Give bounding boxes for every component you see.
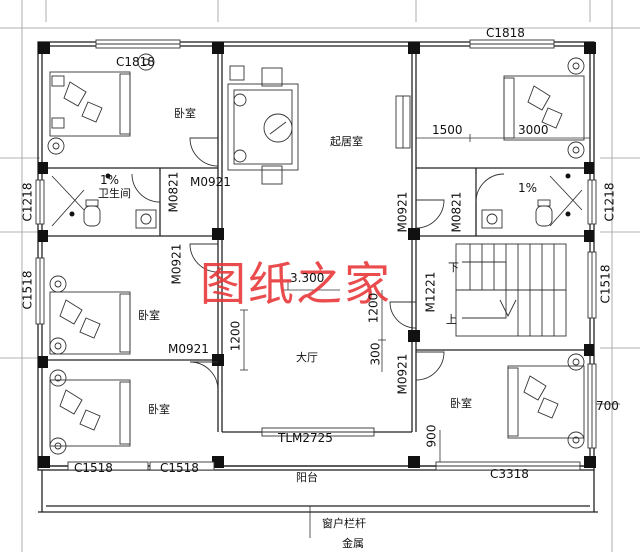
dim-700: 700: [596, 399, 619, 413]
dim-3000: 3000: [518, 123, 549, 137]
floor-drains: [69, 173, 571, 217]
window-code-c3318: C3318: [490, 467, 529, 481]
bed-se: [507, 353, 585, 449]
room-balcony: 阳台: [296, 471, 318, 484]
door-code-m0921-ne: M0921: [395, 191, 410, 233]
door-code-m0921-sw: M0921: [168, 342, 209, 356]
window-code-c1518-w: C1518: [20, 270, 35, 310]
window-code-c1518-e: C1518: [598, 264, 613, 304]
door-code-m0821-w: M0821: [166, 171, 181, 213]
elevation-mark: 3.300: [290, 271, 325, 285]
staircase: [455, 243, 567, 337]
bed-sw: [49, 369, 131, 455]
room-bedroom-w: 卧室: [138, 309, 160, 322]
window-code-c1818-nw: C1818: [116, 55, 155, 69]
structural-columns: [38, 42, 596, 468]
room-bedroom-sw: 卧室: [148, 403, 170, 416]
note-gold: 金属: [342, 537, 364, 550]
wall-cabinet: [395, 95, 411, 149]
dim-1200-stair: 1200: [366, 292, 381, 324]
room-bedroom-nw: 卧室: [174, 107, 196, 120]
dim-1500: 1500: [432, 123, 463, 137]
door-code-m1221: M1221: [423, 271, 438, 313]
bed-w-middle: [49, 275, 131, 355]
stair-down: 下: [448, 261, 459, 274]
door-swings: [131, 137, 505, 391]
note-railing: 窗户栏杆: [322, 517, 366, 530]
bed-ne: [503, 57, 585, 159]
bed-nw: [47, 53, 155, 155]
door-code-m0921-nw: M0921: [190, 175, 231, 189]
door-code-m0921-w: M0921: [169, 243, 184, 285]
window-code-c1518-s: C1518: [160, 461, 199, 475]
dim-300: 300: [368, 342, 383, 366]
window-code-c1218-e: C1218: [602, 182, 617, 222]
watermark: 图纸之家: [200, 257, 392, 311]
door-code-m0921-se: M0921: [395, 353, 410, 395]
window-code-c1518-sw: C1518: [74, 461, 113, 475]
dim-1200-hall: 1200: [228, 320, 243, 352]
room-living: 起居室: [330, 135, 363, 148]
door-code-m0821-e: M0821: [449, 191, 464, 233]
window-openings: [35, 39, 597, 471]
bathroom-fixtures: [51, 175, 583, 229]
sofa-set: [227, 65, 299, 185]
dim-900: 900: [424, 424, 439, 448]
window-code-c1218-w: C1218: [20, 182, 35, 222]
room-bathroom: 卫生间: [98, 187, 131, 200]
window-code-c1818-ne: C1818: [486, 26, 525, 40]
slope-mark-e: 1%: [518, 181, 538, 195]
room-hall: 大厅: [296, 351, 318, 364]
door-code-tlm2725: TLM2725: [278, 431, 333, 445]
dimension-lines: [240, 134, 620, 538]
room-bedroom-se: 卧室: [450, 397, 472, 410]
stair-up: 上: [446, 313, 457, 326]
slope-mark-w: 1%: [100, 173, 120, 187]
